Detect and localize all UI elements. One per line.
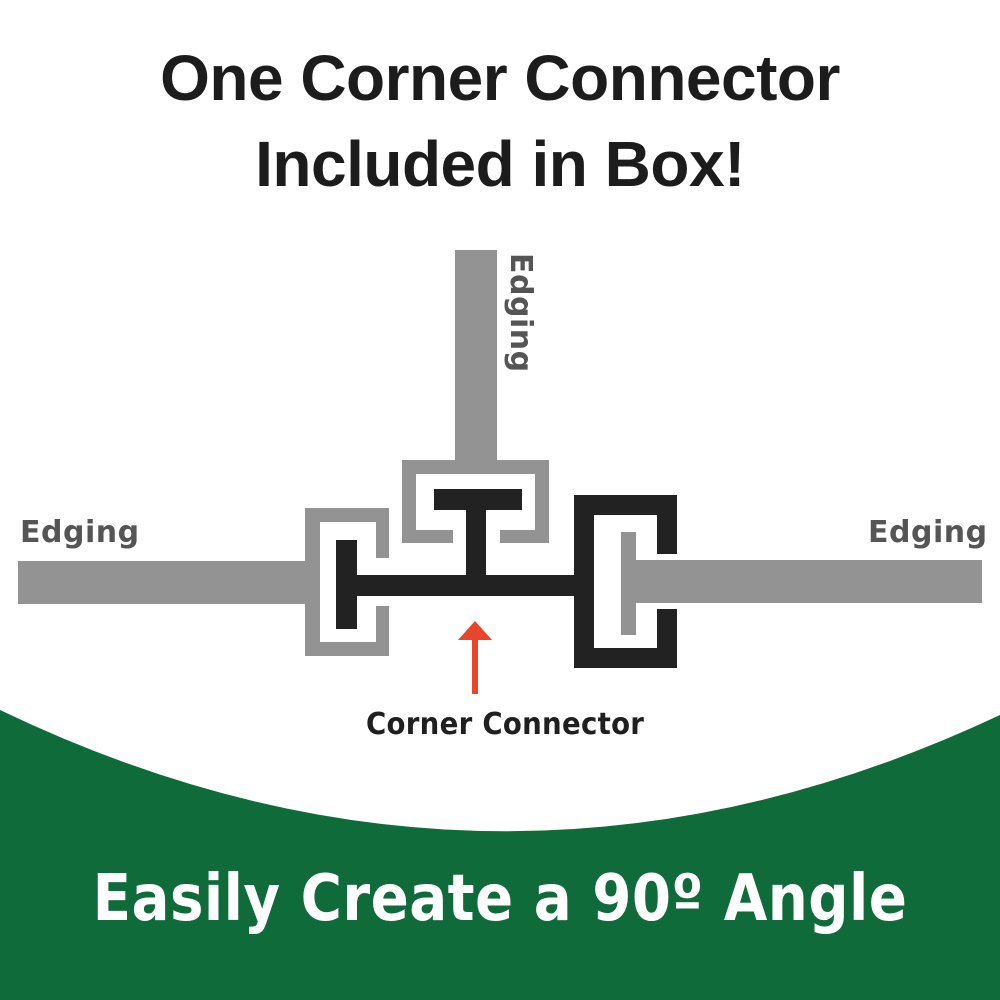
top-edging	[402, 250, 549, 543]
headline-line-1: One Corner Connector	[160, 42, 840, 114]
right-edging	[621, 532, 982, 635]
edging-left-label: Edging	[20, 515, 140, 550]
arrow-up-icon	[458, 621, 492, 694]
corner-connector	[336, 489, 677, 668]
banner-headline: Easily Create a 90º Angle	[92, 862, 908, 936]
left-edging	[18, 508, 389, 656]
edging-right-label: Edging	[868, 515, 988, 550]
headline-line-2: Included in Box!	[255, 128, 745, 200]
corner-connector-label: Corner Connector	[366, 707, 645, 742]
